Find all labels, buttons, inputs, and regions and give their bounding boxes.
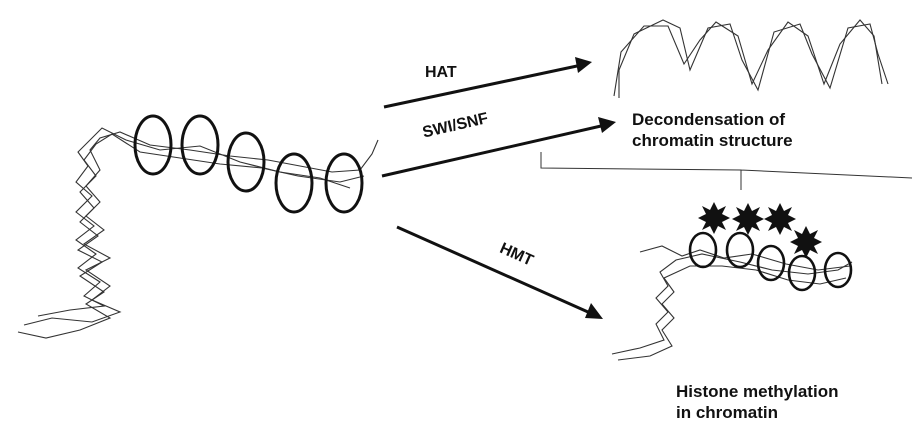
methyl-fiber-strand-3 bbox=[639, 245, 851, 271]
nucleosome-icon bbox=[324, 152, 364, 214]
methyl-star-icon bbox=[764, 203, 796, 235]
left-chromatin bbox=[17, 127, 379, 339]
methyl-star-icon bbox=[732, 203, 764, 235]
decondensation-caption-line-2: chromatin structure bbox=[632, 131, 793, 150]
arrow-hat bbox=[383, 57, 592, 109]
arrow-swi-snf bbox=[381, 117, 616, 178]
nucleosome-icon bbox=[133, 114, 173, 176]
decondensation-caption: Decondensation of chromatin structure bbox=[632, 109, 793, 151]
methylation-caption: Histone methylation in chromatin bbox=[676, 381, 838, 423]
decondensation-caption-line-1: Decondensation of bbox=[632, 110, 786, 129]
nucleosome-icon bbox=[823, 251, 853, 289]
arrow-hmt bbox=[396, 225, 603, 319]
nucleosome-icon bbox=[787, 254, 817, 292]
nucleosome-icon bbox=[756, 244, 786, 282]
methyl-star-icon bbox=[790, 226, 822, 258]
methyl-nucleosomes bbox=[688, 231, 853, 292]
nucleosome-icon bbox=[725, 231, 755, 269]
methylation-caption-line-1: Histone methylation bbox=[676, 382, 839, 401]
bracket-line bbox=[540, 152, 913, 190]
methylated-chromatin bbox=[611, 245, 853, 361]
methyl-star-icon bbox=[698, 202, 730, 234]
arrows bbox=[381, 57, 616, 319]
nucleosome-icon bbox=[226, 131, 266, 193]
nucleosome-icon bbox=[180, 114, 220, 176]
nucleosome-icon bbox=[274, 152, 314, 214]
open-fiber-strand-1 bbox=[618, 19, 889, 98]
left-fiber-strand-2 bbox=[17, 133, 365, 339]
left-nucleosomes bbox=[133, 114, 364, 214]
hat-label: HAT bbox=[425, 64, 457, 81]
nucleosome-icon bbox=[688, 231, 718, 269]
methylation-caption-line-2: in chromatin bbox=[676, 403, 779, 422]
methyl-fiber-strand-2 bbox=[617, 265, 847, 361]
methyl-fiber-strand-1 bbox=[611, 253, 853, 355]
left-fiber-strand-3 bbox=[37, 127, 351, 317]
open-fiber-strand-2 bbox=[613, 19, 883, 97]
methyl-marks bbox=[698, 202, 822, 258]
decondensed-chromatin bbox=[613, 19, 889, 98]
